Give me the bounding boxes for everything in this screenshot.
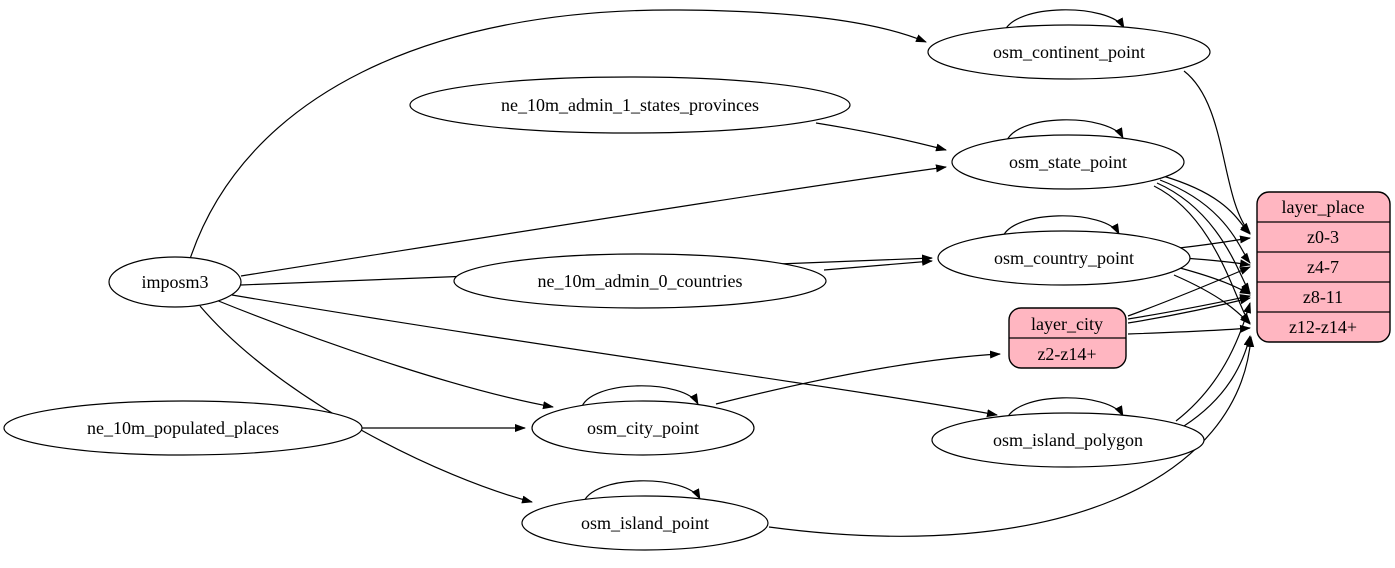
node-imposm3-label: imposm3 bbox=[141, 272, 208, 292]
selfloop-osm-island-point bbox=[582, 480, 701, 505]
selfloop-osm-city-point bbox=[580, 385, 699, 410]
record-layer-place-row-z8-11: z8-11 bbox=[1303, 287, 1343, 307]
edge-island-point-z12-z14 bbox=[768, 336, 1255, 537]
node-osm-island-point: osm_island_point bbox=[521, 495, 769, 551]
node-osm-country-point-shape bbox=[937, 230, 1191, 286]
edge-state-z4-7 bbox=[1159, 179, 1251, 264]
node-osm-state-point: osm_state_point bbox=[951, 134, 1185, 190]
selfloop-osm-continent-point bbox=[1003, 9, 1125, 34]
edge-imposm3-osm-state-point bbox=[240, 164, 947, 277]
node-osm-city-point: osm_city_point bbox=[531, 400, 755, 456]
edges bbox=[189, 9, 1255, 537]
edge-continent-z0-3 bbox=[1183, 70, 1251, 234]
node-osm-state-point-shape bbox=[951, 134, 1185, 190]
selfloop-osm-island-polygon bbox=[1005, 397, 1124, 422]
edge-state-z0-3 bbox=[1162, 175, 1251, 235]
node-imposm3-shape bbox=[108, 256, 242, 308]
edge-state-z12-z14 bbox=[1153, 185, 1251, 324]
edge-city-region-z4-7 bbox=[1127, 266, 1251, 317]
node-osm-island-polygon-shape bbox=[931, 412, 1205, 468]
edge-imposm3-osm-continent-point bbox=[189, 9, 927, 260]
edge-state-z8-11 bbox=[1156, 182, 1251, 294]
node-ne-10m-admin-0-countries: ne_10m_admin_0_countries bbox=[453, 253, 827, 309]
edge-country-z4-7 bbox=[1183, 257, 1251, 268]
edge-city-region-z8-11-b bbox=[1127, 296, 1251, 324]
node-osm-continent-point: osm_continent_point bbox=[927, 24, 1211, 80]
node-osm-city-point-shape bbox=[531, 400, 755, 456]
selfloop-osm-country-point bbox=[1001, 215, 1120, 240]
edge-country-z12-z14 bbox=[1173, 274, 1251, 325]
node-osm-island-polygon: osm_island_polygon bbox=[931, 412, 1205, 468]
edge-country-z8-11 bbox=[1179, 267, 1251, 295]
node-ne-admin0-shape bbox=[453, 253, 827, 309]
record-layer-city-title: layer_city bbox=[1031, 314, 1103, 334]
node-ne-10m-admin-1-states-provinces: ne_10m_admin_1_states_provinces bbox=[409, 76, 851, 134]
record-layer-place-row-z4-7: z4-7 bbox=[1307, 257, 1339, 277]
node-ne-admin1-label: ne_10m_admin_1_states_provinces bbox=[501, 95, 759, 115]
node-ne-admin0-label: ne_10m_admin_0_countries bbox=[538, 271, 743, 291]
edge-city-layer-city bbox=[715, 350, 1001, 405]
edge-imposm3-osm-city-point bbox=[215, 299, 554, 410]
node-ne-10m-populated-places: ne_10m_populated_places bbox=[3, 400, 363, 456]
node-imposm3: imposm3 bbox=[108, 256, 242, 308]
node-osm-continent-point-label: osm_continent_point bbox=[993, 42, 1145, 62]
edge-ne-admin1-osm-state-point bbox=[815, 122, 947, 152]
node-osm-country-point: osm_country_point bbox=[937, 230, 1191, 286]
edge-island-polygon-z8-11 bbox=[1175, 302, 1251, 422]
record-layer-place-row-z12-z14: z12-z14+ bbox=[1289, 317, 1357, 337]
record-layer-place: layer_place z0-3 z4-7 z8-11 z12-z14+ bbox=[1256, 191, 1391, 343]
record-layer-place-box bbox=[1256, 191, 1391, 343]
node-osm-continent-point-shape bbox=[927, 24, 1211, 80]
node-ne-admin1-shape bbox=[409, 76, 851, 134]
node-osm-state-point-label: osm_state_point bbox=[1009, 152, 1127, 172]
node-ne-populated-places-shape bbox=[3, 400, 363, 456]
node-osm-island-point-label: osm_island_point bbox=[581, 513, 709, 533]
node-ne-populated-places-label: ne_10m_populated_places bbox=[87, 418, 279, 438]
edge-imposm3-osm-island-polygon bbox=[231, 294, 998, 418]
record-layer-city: layer_city z2-z14+ bbox=[1008, 307, 1127, 369]
edge-ne-admin0-osm-country-point bbox=[823, 257, 933, 271]
record-layer-city-row-z2-z14: z2-z14+ bbox=[1037, 344, 1096, 364]
node-osm-island-point-shape bbox=[521, 495, 769, 551]
node-osm-country-point-label: osm_country_point bbox=[994, 248, 1134, 268]
edge-country-z0-3 bbox=[1178, 235, 1251, 249]
node-osm-city-point-label: osm_city_point bbox=[587, 418, 699, 438]
node-osm-island-polygon-label: osm_island_polygon bbox=[993, 430, 1143, 450]
selfloop-osm-state-point bbox=[1005, 119, 1124, 144]
record-layer-place-title: layer_place bbox=[1282, 197, 1365, 217]
record-layer-place-row-z0-3: z0-3 bbox=[1307, 227, 1339, 247]
